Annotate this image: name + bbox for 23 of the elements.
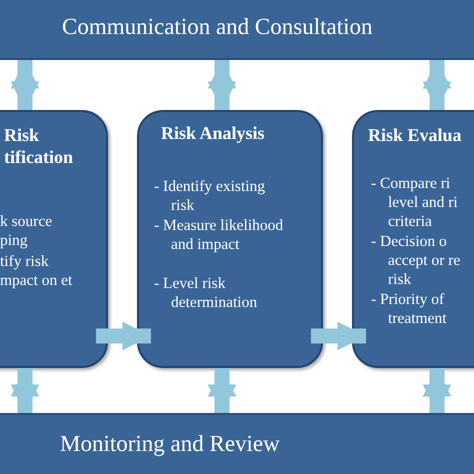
box-heading: Risk tification bbox=[4, 124, 74, 168]
box-heading: Risk Analysis bbox=[161, 122, 266, 144]
bullet-text: - Priority of treatment bbox=[371, 290, 448, 328]
bullet-text: - Compare ri level and ri criteria bbox=[371, 174, 459, 231]
banner bbox=[0, 0, 474, 60]
banner-title: Communication and Consultation bbox=[62, 14, 374, 40]
double-arrow bbox=[208, 368, 236, 413]
bullet-text: tify risk mpact on et bbox=[0, 252, 74, 290]
double-arrow bbox=[422, 368, 452, 413]
block-arrow bbox=[311, 322, 366, 350]
process-box bbox=[137, 110, 323, 368]
bullet-text: - Decision o accept or re risk bbox=[371, 232, 462, 289]
double-arrow bbox=[422, 60, 452, 110]
banner bbox=[0, 413, 474, 474]
double-arrow bbox=[10, 368, 40, 413]
block-arrow bbox=[96, 322, 151, 350]
box-heading: Risk Evalua bbox=[368, 124, 463, 146]
banner-title: Monitoring and Review bbox=[60, 431, 281, 457]
double-arrow bbox=[10, 60, 40, 110]
double-arrow bbox=[208, 60, 236, 110]
bullet-text: - Measure likelihood and impact bbox=[154, 216, 284, 254]
bullet-text: - Level risk determination bbox=[154, 274, 258, 312]
bullet-text: - Identify existing risk bbox=[154, 177, 266, 215]
